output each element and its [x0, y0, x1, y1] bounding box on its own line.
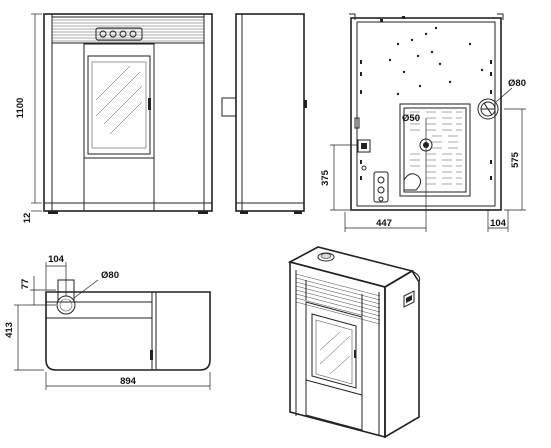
rear-opening-height-label: 375 — [320, 169, 331, 186]
iso-grille — [295, 273, 381, 325]
top-length-label: 894 — [120, 376, 137, 387]
rear-dimensions: 375 575 447 104 — [320, 108, 526, 232]
front-view: 1100 12 — [15, 13, 213, 224]
front-height-dimension: 1100 12 — [15, 13, 42, 224]
rear-air-inlet: Ø50 — [402, 113, 433, 200]
rear-holes — [354, 16, 492, 180]
iso-side-face — [384, 269, 420, 439]
front-glass — [87, 55, 151, 155]
rear-side-offset-label: 104 — [490, 218, 507, 229]
rear-view: Ø80 Ø50 375 575 — [320, 13, 526, 232]
front-grille — [51, 16, 205, 44]
rear-connectors — [357, 139, 389, 203]
iso-glass — [311, 313, 357, 389]
top-outline — [45, 291, 211, 371]
front-base-label: 12 — [22, 213, 33, 224]
rear-flue-height-label: 575 — [510, 151, 521, 168]
rear-vent-panel — [399, 103, 471, 197]
top-view: Ø80 104 77 413 894 — [4, 254, 211, 390]
rear-width-label: 447 — [376, 218, 392, 229]
isometric-view — [287, 246, 421, 439]
front-height-label: 1100 — [15, 98, 26, 119]
front-door-frame — [83, 43, 155, 212]
iso-door — [305, 301, 363, 431]
control-panel — [95, 27, 143, 41]
rear-inlet-diameter-label: Ø50 — [402, 113, 420, 124]
top-flue-offset-y-label: 77 — [20, 279, 31, 290]
rear-flue-diameter-label: Ø80 — [508, 78, 526, 89]
top-flue-diameter-label: Ø80 — [101, 270, 119, 281]
rear-flue-outlet: Ø80 — [477, 78, 526, 120]
side-view — [221, 13, 307, 214]
top-dimensions: 104 77 413 894 — [4, 254, 211, 390]
door-handle — [148, 98, 151, 110]
top-depth-label: 413 — [4, 322, 15, 338]
side-flue-stub — [221, 97, 237, 117]
top-flue-offset-x-label: 104 — [48, 254, 65, 265]
side-outline — [235, 13, 305, 212]
